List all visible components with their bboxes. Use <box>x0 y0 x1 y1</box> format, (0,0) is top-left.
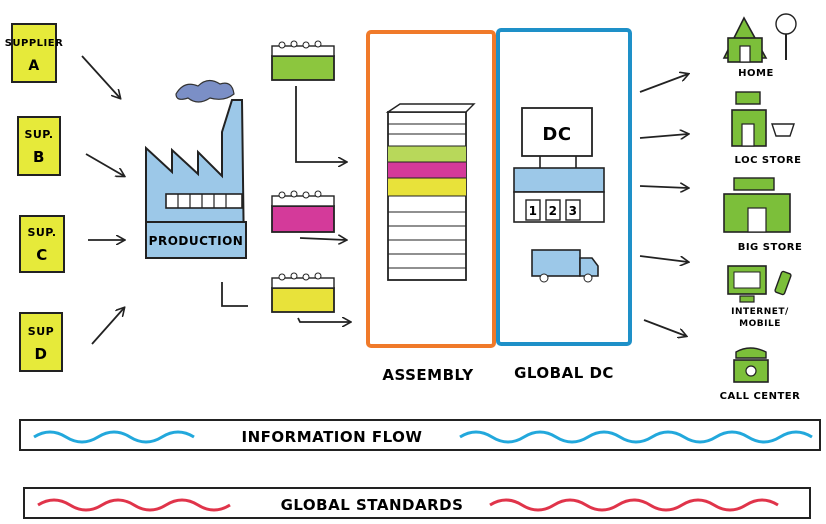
yellow-module <box>271 272 335 313</box>
production-label: PRODUCTION <box>149 234 244 248</box>
global-standards-band <box>23 487 811 519</box>
information-flow-label: INFORMATION FLOW <box>242 428 423 446</box>
arrow-supplier-d <box>91 308 124 345</box>
arrow-supplier-a <box>81 55 120 98</box>
supplier-b-line1: SUP. <box>24 128 53 141</box>
channel-mobile-label: MOBILE <box>739 319 781 329</box>
channel-loc-store-label: LOC STORE <box>735 155 802 166</box>
supplier-c-box: SUP. C <box>19 215 65 273</box>
supplier-a-line1: SUPPLIER <box>5 38 64 49</box>
arrow-to-internet <box>639 255 688 262</box>
dock-number-3: 3 <box>569 204 578 218</box>
supplier-b-box: SUP. B <box>17 116 61 176</box>
internet-mobile-icon <box>727 265 792 303</box>
channel-big-store-label: BIG STORE <box>738 242 803 253</box>
call-center-icon <box>733 347 769 383</box>
supplier-b-line2: B <box>33 148 45 166</box>
supplier-a-line2: A <box>28 58 39 74</box>
assembly-frame <box>366 30 496 348</box>
magenta-module <box>271 190 335 233</box>
supplier-c-line2: C <box>36 246 48 264</box>
green-module <box>271 40 335 81</box>
production-branch-line <box>221 282 248 307</box>
channel-call-center-label: CALL CENTER <box>720 391 801 402</box>
information-flow-wave-left <box>33 430 195 444</box>
arrow-to-big-store <box>639 186 688 188</box>
dock-number-2: 2 <box>549 204 558 218</box>
information-flow-wave-right <box>459 430 813 444</box>
arrow-to-loc-store <box>639 134 688 138</box>
supplier-d-line2: D <box>35 345 48 363</box>
home-icon <box>722 13 797 63</box>
information-flow-band <box>19 419 821 451</box>
supplier-a-box: SUPPLIER A <box>5 23 64 83</box>
arrow-to-home <box>639 74 688 93</box>
global-standards-wave-right <box>489 498 779 512</box>
arrow-yellow-to-assembly <box>297 318 350 322</box>
global-standards-label: GLOBAL STANDARDS <box>281 496 464 514</box>
global-dc-label: GLOBAL DC <box>514 364 614 382</box>
dc-building <box>513 107 605 223</box>
supplier-c-line1: SUP. <box>27 226 56 239</box>
supplier-d-box: SUP D <box>19 312 63 372</box>
arrow-to-call-center <box>643 319 686 336</box>
truck-icon <box>531 249 599 283</box>
assembly-label: ASSEMBLY <box>382 366 474 384</box>
dock-number-1: 1 <box>529 204 538 218</box>
big-store-icon <box>723 177 791 233</box>
channel-home-label: HOME <box>738 68 774 79</box>
loc-store-icon <box>731 91 795 147</box>
supplier-d-line1: SUP <box>28 325 54 338</box>
channel-internet-label: INTERNET/ <box>731 307 789 317</box>
arrow-magenta-to-assembly <box>299 238 346 240</box>
arrow-supplier-b <box>85 153 124 176</box>
arrow-green-to-assembly <box>295 86 346 162</box>
dc-sign-label: DC <box>542 124 571 145</box>
factory-icon <box>145 79 247 259</box>
assembly-tower <box>385 103 476 281</box>
global-dc-frame <box>496 28 632 346</box>
global-standards-wave-left <box>37 498 231 512</box>
